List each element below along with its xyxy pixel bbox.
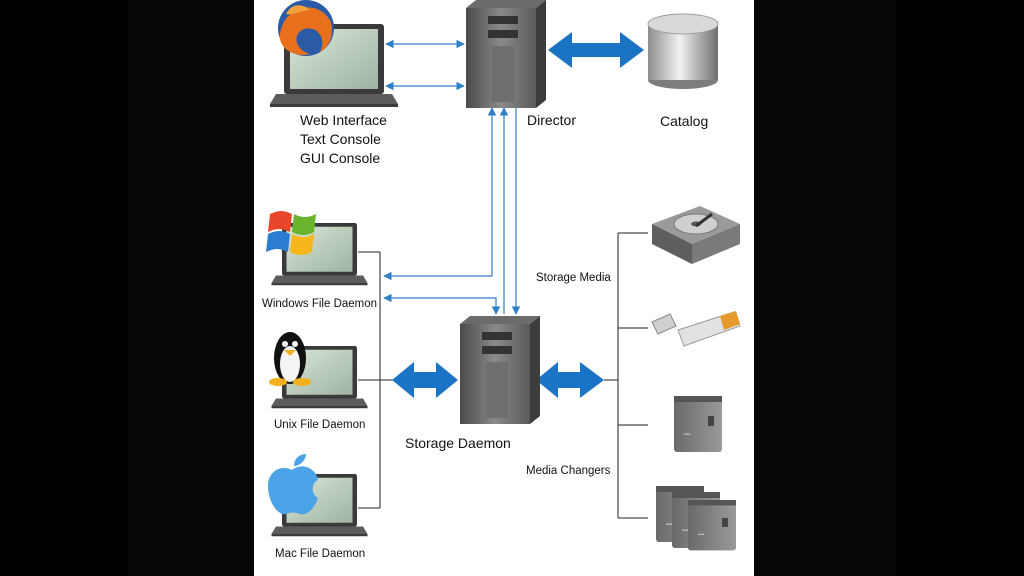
firefox-icon	[278, 0, 334, 56]
hard-disk-icon	[652, 206, 740, 264]
thin-arrows	[383, 39, 521, 315]
sd-media-arrow	[536, 362, 604, 398]
label-web-interface: Web Interface	[300, 112, 387, 128]
usb-drive-icon	[651, 311, 741, 347]
label-catalog: Catalog	[660, 113, 709, 129]
tux-penguin-icon	[269, 332, 311, 386]
thick-arrows	[392, 32, 644, 398]
director-catalog-arrow	[548, 32, 644, 68]
label-gui-console: GUI Console	[300, 150, 381, 166]
label-storage-media: Storage Media	[536, 272, 611, 284]
right-frame	[754, 0, 896, 576]
apple-logo-icon	[268, 454, 318, 515]
left-frame	[128, 0, 254, 576]
label-storage-daemon: Storage Daemon	[405, 435, 511, 451]
storage-daemon-server	[460, 316, 540, 424]
label-media-changers: Media Changers	[526, 465, 611, 477]
label-director: Director	[527, 112, 577, 128]
director-fd-link	[383, 107, 497, 281]
windows-logo-icon	[266, 211, 316, 255]
catalog-database	[647, 13, 719, 89]
tape-cartridge-icon	[674, 396, 722, 452]
label-text-console: Text Console	[300, 131, 381, 147]
fd-sd-link	[383, 293, 501, 315]
fd-sd-arrow	[392, 362, 458, 398]
director-server	[466, 0, 546, 108]
label-mac-fd: Mac File Daemon	[275, 548, 366, 560]
label-unix-fd: Unix File Daemon	[274, 419, 366, 431]
label-windows-fd: Windows File Daemon	[262, 298, 378, 310]
